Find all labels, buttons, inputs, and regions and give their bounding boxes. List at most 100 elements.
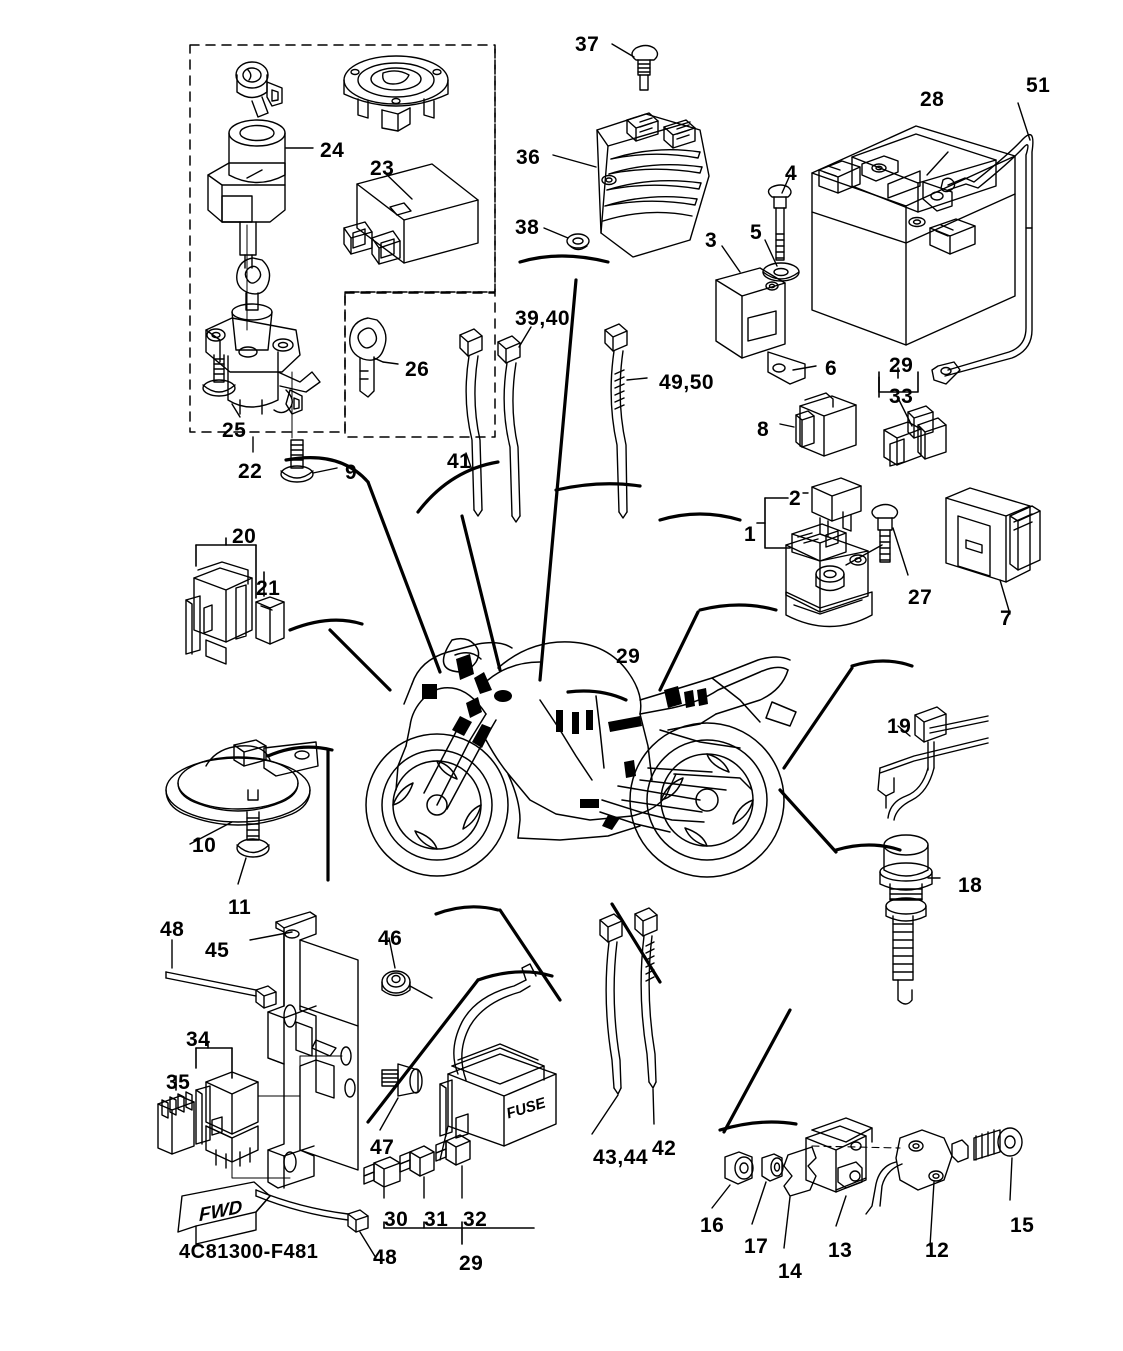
- leader-36: [552, 154, 597, 168]
- part-callout-5: 5: [750, 221, 763, 244]
- leader-39-40: [518, 326, 532, 348]
- leader-8: [779, 423, 795, 428]
- part-3-relay-box: [715, 245, 806, 385]
- part-callout-29: 29: [889, 354, 914, 377]
- leader-33: [897, 397, 913, 427]
- leader-28: [926, 151, 949, 176]
- part-callout-24: 24: [320, 139, 345, 162]
- part-36-rectifier-regulator: [552, 112, 710, 258]
- part-callout-47: 47: [370, 1136, 395, 1159]
- part-callout-35: 35: [166, 1071, 191, 1094]
- part-25-lock-assembly: [202, 257, 321, 415]
- part-callout-6: 6: [825, 357, 838, 380]
- part-8-relay: [779, 392, 857, 457]
- part-callout-46: 46: [378, 927, 403, 950]
- part-callout-30: 30: [384, 1208, 409, 1231]
- part-callout-37: 37: [575, 33, 600, 56]
- part-callout-48: 48: [160, 918, 185, 941]
- fwd-arrow-symbol: [177, 1181, 271, 1245]
- parts-34-35-relay: [157, 1041, 343, 1179]
- part-callout-11: 11: [228, 896, 252, 919]
- leader-51: [1017, 102, 1031, 141]
- part-callout-38: 38: [515, 216, 540, 239]
- part-callout-31: 31: [424, 1208, 449, 1231]
- part-callout-19: 19: [887, 715, 912, 738]
- part-23-ecu: [343, 163, 479, 265]
- leader-19: [897, 725, 911, 737]
- part-callout-8: 8: [757, 418, 770, 441]
- part-28-battery: [811, 125, 1016, 346]
- part-callout-22: 22: [238, 460, 263, 483]
- part-callout-41: 41: [447, 450, 472, 473]
- part-callout-12: 12: [925, 1239, 950, 1262]
- leader-45: [249, 931, 293, 941]
- motorcycle-illustration: [365, 637, 797, 878]
- leader-23: [383, 171, 413, 200]
- part-callout-4: 4: [785, 162, 798, 185]
- part-callout-43-44: 43,44: [593, 1146, 649, 1169]
- part-callout-10: 10: [192, 834, 217, 857]
- leader-12: [929, 1181, 935, 1247]
- leader-46: [388, 937, 396, 969]
- leader-25: [231, 403, 241, 418]
- leader-16: [711, 1184, 731, 1209]
- part-callout-26: 26: [405, 358, 430, 381]
- part-callout-14: 14: [778, 1260, 803, 1283]
- leader-15: [1009, 1157, 1013, 1201]
- part-46-grommet: [381, 937, 433, 999]
- part-callout-33: 33: [889, 385, 914, 408]
- drawing-number: 4C81300-F481: [179, 1241, 319, 1263]
- leader-47: [379, 1097, 399, 1131]
- part-callout-17: 17: [744, 1235, 769, 1258]
- part-18-oil-level-switch: [879, 767, 941, 1005]
- part-callout-36: 36: [516, 146, 541, 169]
- part-callout-39-40: 39,40: [515, 307, 571, 330]
- part-callout-1: 1: [744, 523, 757, 546]
- part-callout-34: 34: [186, 1028, 211, 1051]
- parts-1-2-starter-relay: [756, 477, 873, 628]
- part-5-washer: [762, 239, 800, 282]
- parts-48-cable-ties: [165, 939, 377, 1259]
- parts-39-40-41-cable-ties: [459, 326, 532, 523]
- part-47-bolt: [379, 1063, 423, 1131]
- part-24-main-switch: [207, 61, 286, 269]
- part-callout-49-50: 49,50: [659, 371, 715, 394]
- part-callout-13: 13: [828, 1239, 853, 1262]
- parts-49-50-cable-tie: [604, 323, 648, 519]
- parts-42-43-44-leads: [591, 907, 658, 1135]
- part-callout-48: 48: [373, 1246, 398, 1269]
- part-callout-16: 16: [700, 1214, 725, 1237]
- part-19-lead-wire: [877, 706, 989, 809]
- leader-3: [721, 245, 741, 273]
- part-callout-28: 28: [920, 88, 945, 111]
- part-10-horn: [165, 739, 319, 845]
- part-callout-42: 42: [652, 1137, 677, 1160]
- part-callout-23: 23: [370, 157, 395, 180]
- part-callout-25: 25: [222, 419, 247, 442]
- part-callout-32: 32: [463, 1208, 488, 1231]
- leader-11: [237, 857, 247, 885]
- part-callout-51: 51: [1026, 74, 1051, 97]
- part-37-bolt: [611, 43, 659, 91]
- leader-43-44: [591, 1094, 619, 1135]
- part-callout-21: 21: [256, 577, 281, 600]
- fuse-box: [439, 963, 557, 1161]
- fuel-tank-cap: [343, 55, 449, 132]
- leader-37: [611, 43, 635, 58]
- leader-4: [781, 174, 791, 194]
- leader-6: [792, 365, 817, 371]
- leader-42: [652, 1088, 655, 1125]
- leader-26: [373, 357, 384, 363]
- leader-27: [892, 527, 909, 576]
- leader-48b: [359, 1231, 377, 1259]
- leader-5: [764, 239, 778, 267]
- leader-38: [543, 227, 569, 239]
- part-51-battery-cable: [931, 102, 1034, 385]
- part-11-bolt: [236, 811, 270, 885]
- part-38-grommet: [543, 227, 590, 251]
- parts-20-21-relay: [185, 537, 285, 665]
- part-callout-29: 29: [616, 645, 641, 668]
- lock-set-dashed-box: [189, 44, 496, 433]
- exploded-leader-lines: [266, 254, 914, 1134]
